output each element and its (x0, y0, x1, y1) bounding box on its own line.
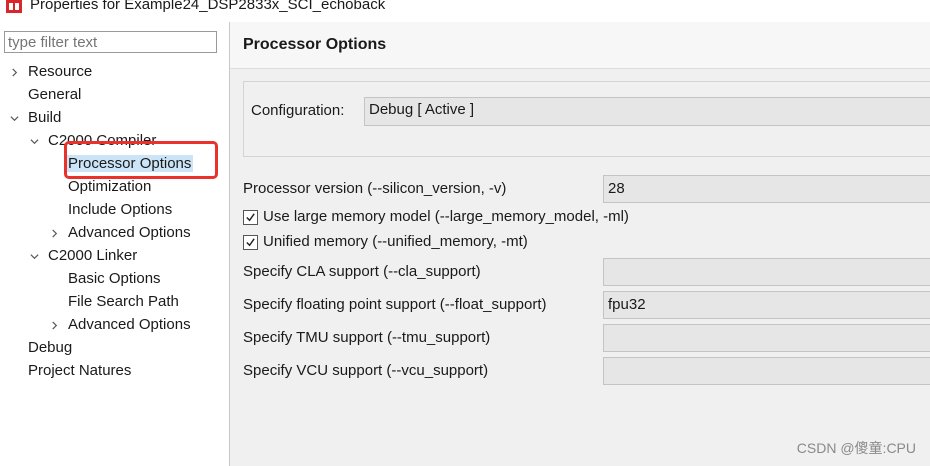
unified-memory-label: Unified memory (--unified_memory, -mt) (263, 233, 528, 250)
tree-label-include-options: Include Options (68, 201, 173, 218)
large-memory-label: Use large memory model (--large_memory_m… (263, 208, 629, 225)
tree-label-resource: Resource (28, 63, 93, 80)
tree-label-optimization: Optimization (68, 178, 152, 195)
tree-item-build[interactable]: Build (8, 107, 61, 129)
tree-item-processor-options[interactable]: Processor Options (66, 153, 194, 175)
processor-version-label: Processor version (--silicon_version, -v… (243, 180, 507, 197)
tree-item-file-search-path[interactable]: File Search Path (68, 291, 179, 313)
chevron-right-icon[interactable] (48, 314, 60, 336)
float-support-select[interactable]: fpu32 (603, 291, 930, 319)
panel-divider[interactable] (229, 22, 230, 466)
configuration-select[interactable]: Debug [ Active ] (364, 97, 930, 126)
tree-item-general[interactable]: General (28, 84, 81, 106)
tree-label-general: General (28, 86, 82, 103)
window-titlebar: Properties for Example24_DSP2833x_SCI_ec… (0, 0, 930, 22)
tree-item-resource[interactable]: Resource (8, 61, 92, 83)
tree-item-c2000-linker[interactable]: C2000 Linker (28, 245, 137, 267)
tree-item-basic-options[interactable]: Basic Options (68, 268, 161, 290)
vcu-support-label: Specify VCU support (--vcu_support) (243, 362, 489, 379)
chevron-down-icon[interactable] (28, 130, 40, 152)
tree-label-project-natures: Project Natures (28, 362, 132, 379)
tmu-support-select[interactable] (603, 324, 930, 352)
cla-support-select[interactable] (603, 258, 930, 286)
chevron-right-icon[interactable] (8, 61, 20, 83)
annotation-highlight-box (64, 141, 218, 179)
window-title: Properties for Example24_DSP2833x_SCI_ec… (30, 0, 386, 13)
unified-memory-checkbox[interactable] (243, 235, 258, 250)
tree-label-file-search-path: File Search Path (68, 293, 179, 310)
tree-label-advanced-options: Advanced Options (68, 224, 191, 241)
chevron-down-icon[interactable] (8, 107, 20, 129)
app-icon (6, 0, 22, 13)
tree-label-processor-options: Processor Options (66, 155, 194, 172)
cla-support-label: Specify CLA support (--cla_support) (243, 263, 481, 280)
float-support-label: Specify floating point support (--float_… (243, 296, 547, 313)
chevron-right-icon[interactable] (48, 222, 60, 244)
processor-version-field[interactable]: 28 (603, 175, 930, 203)
configuration-label: Configuration: (251, 102, 345, 119)
large-memory-checkbox[interactable] (243, 210, 258, 225)
configuration-group (243, 81, 930, 157)
tree-label-debug: Debug (28, 339, 73, 356)
tree-item-advanced-options-linker[interactable]: Advanced Options (48, 314, 191, 336)
tree-item-project-natures[interactable]: Project Natures (28, 360, 131, 382)
page-header: Processor Options (230, 22, 930, 69)
tree-label-c2000-compiler: C2000 Compiler (48, 132, 157, 149)
tree-item-debug[interactable]: Debug (28, 337, 72, 359)
filter-input[interactable] (4, 31, 217, 53)
checkmark-icon (246, 213, 255, 222)
tree-label-advanced-options: Advanced Options (68, 316, 191, 333)
chevron-down-icon[interactable] (28, 245, 40, 267)
checkmark-icon (246, 238, 255, 247)
tree-item-optimization[interactable]: Optimization (68, 176, 151, 198)
tree-label-basic-options: Basic Options (68, 270, 161, 287)
tree-label-c2000-linker: C2000 Linker (48, 247, 138, 264)
watermark-text: CSDN @傻童:CPU (796, 440, 916, 456)
tree-label-build: Build (28, 109, 62, 126)
vcu-support-select[interactable] (603, 357, 930, 385)
page-title: Processor Options (243, 36, 387, 53)
tree-item-include-options[interactable]: Include Options (68, 199, 172, 221)
property-tree-panel: Resource General Build C2000 Compiler Pr… (0, 22, 229, 466)
tmu-support-label: Specify TMU support (--tmu_support) (243, 329, 491, 346)
tree-item-c2000-compiler[interactable]: C2000 Compiler (28, 130, 156, 152)
properties-page: Processor Options Configuration: Debug [… (230, 22, 930, 466)
tree-item-advanced-options-compiler[interactable]: Advanced Options (48, 222, 191, 244)
